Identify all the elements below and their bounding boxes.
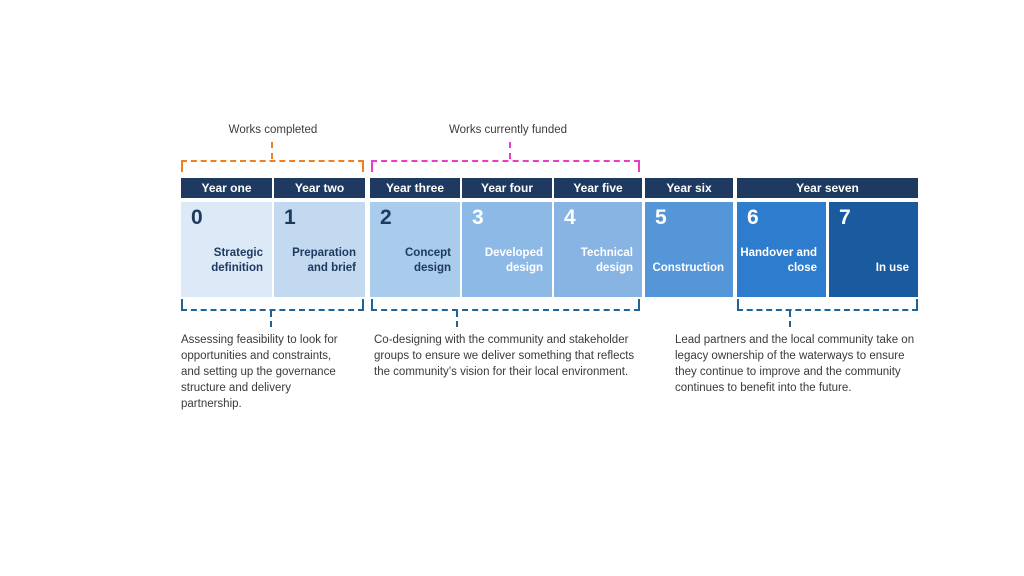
year-bar-3: Year three (370, 178, 460, 198)
note-bracket-3 (737, 299, 918, 311)
works-completed-tail (271, 142, 273, 159)
phase-label: In use (875, 262, 909, 275)
note-tail-1 (270, 311, 272, 327)
year-bar-2: Year two (274, 178, 365, 198)
year-bar-1: Year one (181, 178, 272, 198)
works-currently-funded-tail (509, 142, 511, 159)
note-text-3: Lead partners and the local community ta… (675, 334, 915, 395)
phase-number: 6 (747, 206, 759, 229)
phase-number: 2 (380, 206, 392, 229)
phase-number: 0 (191, 206, 203, 229)
phase-label: Technical design (580, 247, 633, 275)
note-tail-3 (789, 311, 791, 327)
note-bracket-1 (181, 299, 364, 311)
note-text-2: Co-designing with the community and stak… (374, 334, 635, 379)
works-currently-funded-bracket (371, 160, 640, 172)
phase-label: Construction (652, 262, 724, 275)
note-bracket-2 (371, 299, 640, 311)
phase-number: 4 (564, 206, 576, 229)
phase-label: Preparation and brief (292, 247, 356, 275)
phase-label: Strategic definition (211, 247, 263, 275)
works-currently-funded-label: Works currently funded (448, 124, 568, 136)
phase-number: 5 (655, 206, 667, 229)
year-bar-6: Year six (645, 178, 733, 198)
year-bar-5: Year five (554, 178, 642, 198)
year-bar-4: Year four (462, 178, 552, 198)
phase-label: Concept design (405, 247, 451, 275)
phase-number: 3 (472, 206, 484, 229)
phase-label: Handover and close (740, 247, 817, 275)
year-bar-7: Year seven (737, 178, 918, 198)
phase-box-7: 7 In use (829, 202, 918, 297)
works-completed-label: Works completed (228, 124, 318, 136)
phase-number: 1 (284, 206, 296, 229)
works-completed-bracket (181, 160, 364, 172)
phase-label: Developed design (484, 247, 543, 275)
note-text-1: Assessing feasibility to look for opport… (181, 334, 338, 411)
note-tail-2 (456, 311, 458, 327)
phase-number: 7 (839, 206, 851, 229)
